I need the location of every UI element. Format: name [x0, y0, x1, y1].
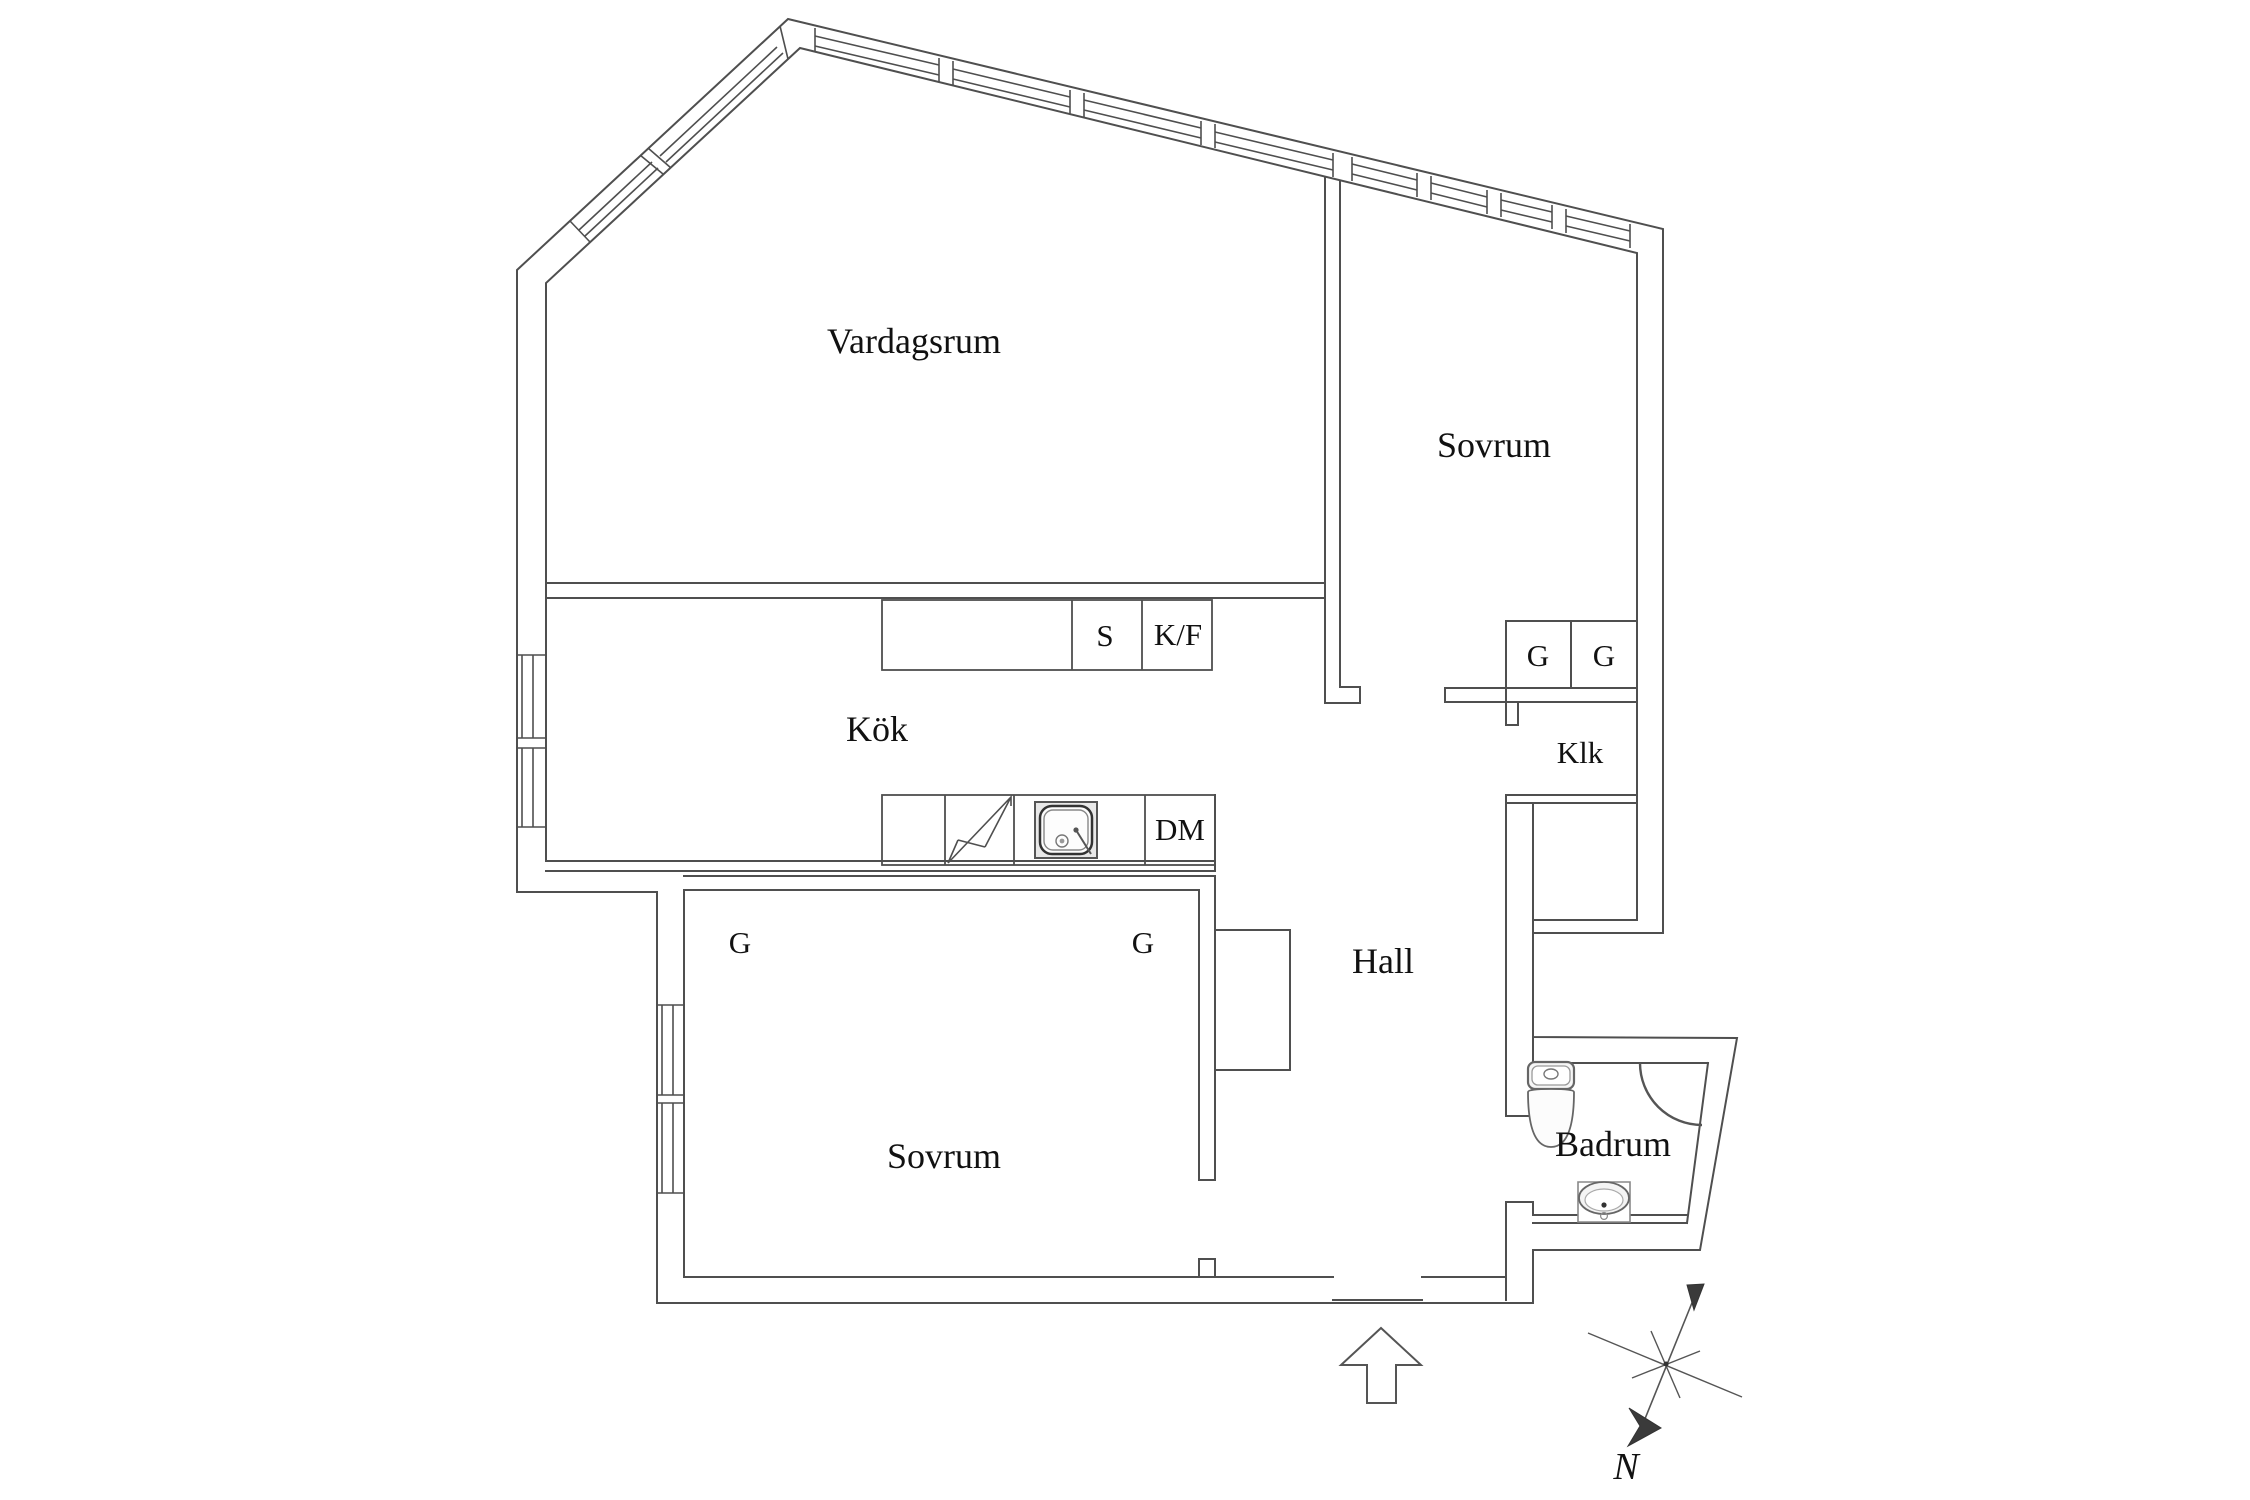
- window-left-lower: [657, 1004, 684, 1194]
- fixture-label-wardrobe-1: G: [728, 925, 752, 960]
- toilet-icon: [1526, 1060, 1576, 1148]
- room-label-living-room: Vardagsrum: [827, 321, 1001, 361]
- room-label-bedroom-bottom: Sovrum: [886, 1136, 1002, 1176]
- window-diagonal-right-bedroom: [1351, 157, 1631, 248]
- room-label-bedroom-top: Sovrum: [1436, 425, 1552, 465]
- fixture-label-wardrobe-3: G: [1526, 638, 1550, 673]
- kitchen-counter-top: [881, 599, 1213, 671]
- kitchen-sink-icon: [1034, 801, 1098, 859]
- fixture-label-wardrobe-2: G: [1131, 925, 1155, 960]
- window-diagonal-right-living: [814, 28, 1334, 177]
- compass-icon: [1587, 1283, 1743, 1448]
- window-left-upper: [517, 654, 546, 828]
- fixture-label-fridge-freezer: K/F: [1153, 617, 1203, 652]
- fixture-label-wardrobe-4: G: [1592, 638, 1616, 673]
- kitchen-counter-bottom: [881, 794, 1216, 866]
- entrance-arrow-icon: [1338, 1326, 1424, 1404]
- fixture-label-dishwasher: DM: [1155, 812, 1205, 847]
- shower-arc: [1638, 1062, 1703, 1127]
- bathroom-sink-icon: [1577, 1181, 1631, 1223]
- room-label-closet: Klk: [1556, 735, 1604, 770]
- room-label-hall: Hall: [1352, 941, 1414, 981]
- walls: [516, 17, 1739, 1304]
- compass-north-label: N: [1613, 1446, 1639, 1488]
- window-diagonal-left: [569, 25, 789, 243]
- fixture-label-pantry: S: [1096, 618, 1114, 653]
- stove-lightning-icon: [947, 795, 1012, 864]
- room-label-kitchen: Kök: [846, 709, 908, 749]
- room-label-bathroom: Badrum: [1555, 1124, 1671, 1164]
